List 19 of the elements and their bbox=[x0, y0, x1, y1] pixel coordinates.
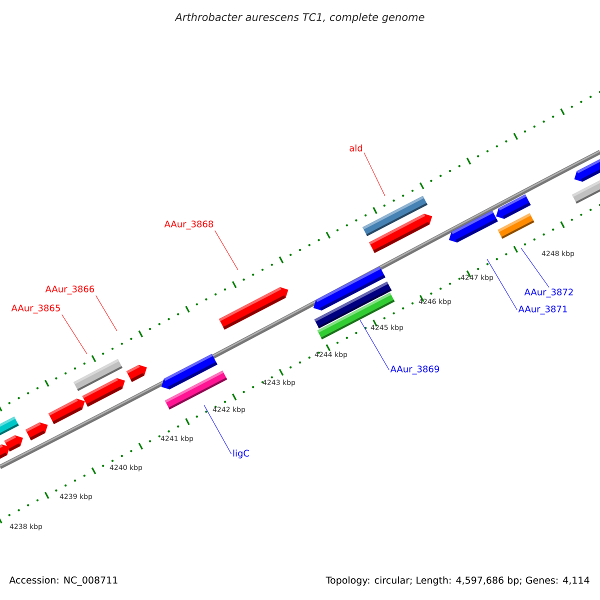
leader-line bbox=[364, 152, 386, 196]
gene-label: AAur_3866 bbox=[45, 286, 94, 294]
gene-label: AAur_3871 bbox=[518, 306, 567, 314]
leader-line bbox=[214, 230, 238, 270]
title: Arthrobacter aurescens TC1, complete genome bbox=[174, 12, 424, 24]
gene-label: AAur_3869 bbox=[390, 366, 440, 374]
leader-line bbox=[96, 295, 118, 332]
leader-line bbox=[204, 404, 232, 454]
gene-label: AAur_3872 bbox=[524, 288, 573, 298]
leader-line bbox=[520, 248, 550, 288]
leader-line bbox=[62, 314, 88, 354]
gene-label: AAur_3868 bbox=[164, 220, 214, 230]
footer-text: Accession: NC_008711 bbox=[9, 576, 118, 586]
gene-label: ligC bbox=[233, 450, 250, 458]
leader-line bbox=[486, 258, 518, 310]
gene-label: ald bbox=[350, 144, 362, 152]
leader-line bbox=[360, 320, 390, 370]
gene-label: AAur_3865 bbox=[11, 304, 60, 314]
footer-text: Topology: circular; Length: 4,597,686 bp; Genes: 4,114 bbox=[326, 576, 590, 586]
